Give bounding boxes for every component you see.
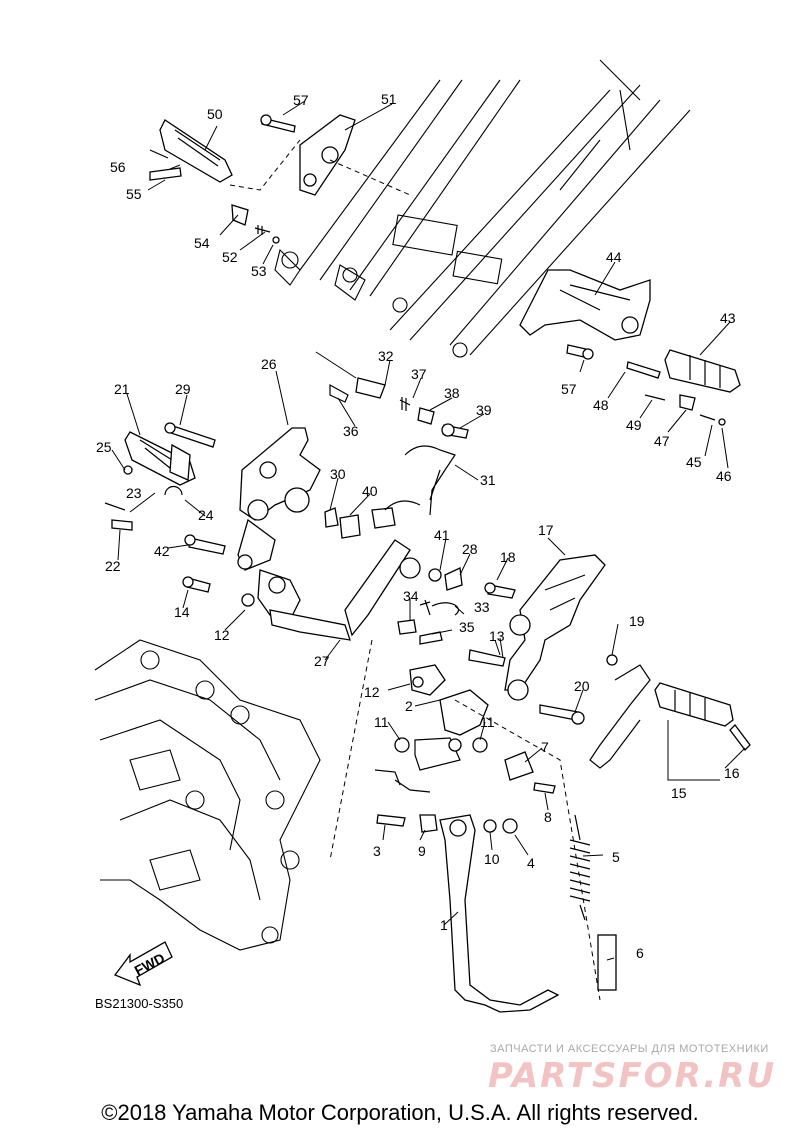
- callout-33: 33: [474, 599, 490, 615]
- callout-18: 18: [500, 549, 516, 565]
- watermark-text: ЗАПЧАСТИ И АКСЕССУАРЫ ДЛЯ МОТОТЕХНИКИ: [490, 1043, 769, 1055]
- rear-footrest-left: [149, 114, 411, 244]
- callout-24: 24: [198, 507, 214, 523]
- callout-19: 19: [629, 613, 645, 629]
- diagram-code: BS21300-S350: [95, 996, 184, 1011]
- brake-pedal-assembly: [104, 422, 421, 641]
- callout-29: 29: [175, 381, 191, 397]
- callout-9: 9: [418, 843, 426, 859]
- callout-49: 49: [626, 417, 642, 433]
- callout-44: 44: [606, 249, 622, 265]
- callout-25: 25: [96, 439, 112, 455]
- callout-39: 39: [476, 402, 492, 418]
- callout-13: 13: [489, 628, 505, 644]
- callout-35: 35: [459, 619, 475, 635]
- callout-17: 17: [538, 522, 554, 538]
- callout-21: 21: [114, 381, 130, 397]
- callout-labels: 1 2 3 4 5 6 7 8 9 10 11 11 12 12 13 14 1…: [96, 91, 740, 961]
- callout-15: 15: [671, 785, 687, 801]
- callout-42: 42: [154, 543, 170, 559]
- callout-28: 28: [462, 541, 478, 557]
- callout-57b: 57: [561, 381, 577, 397]
- callout-50: 50: [207, 106, 223, 122]
- callout-55: 55: [126, 186, 142, 202]
- callout-31: 31: [480, 472, 496, 488]
- callout-36: 36: [343, 423, 359, 439]
- callout-8: 8: [544, 809, 552, 825]
- callout-37: 37: [411, 366, 427, 382]
- callout-14: 14: [174, 604, 190, 620]
- callout-53: 53: [251, 263, 267, 279]
- callout-20: 20: [574, 678, 590, 694]
- callout-2: 2: [405, 698, 413, 714]
- frame-casting: [94, 639, 321, 951]
- callout-48: 48: [593, 397, 609, 413]
- side-stand-assembly: [329, 639, 617, 1013]
- callout-47: 47: [654, 433, 670, 449]
- callout-45: 45: [686, 454, 702, 470]
- fwd-arrow-icon: FWD: [113, 941, 173, 987]
- callout-43: 43: [720, 310, 736, 326]
- brake-switch-parts: [324, 377, 469, 645]
- callout-12b: 12: [364, 684, 380, 700]
- callout-12a: 12: [214, 627, 230, 643]
- callout-3: 3: [373, 843, 381, 859]
- rear-footrest-right: [519, 269, 741, 426]
- callout-1: 1: [440, 917, 448, 933]
- callout-4: 4: [527, 855, 535, 871]
- callout-23: 23: [126, 485, 142, 501]
- callout-7: 7: [541, 739, 549, 755]
- callout-27: 27: [314, 653, 330, 669]
- callout-52: 52: [222, 249, 238, 265]
- callout-5: 5: [612, 849, 620, 865]
- callout-46: 46: [716, 468, 732, 484]
- callout-57a: 57: [293, 92, 309, 108]
- copyright-notice: ©2018 Yamaha Motor Corporation, U.S.A. A…: [101, 1100, 699, 1125]
- callout-30: 30: [330, 466, 346, 482]
- watermark-logo: PARTSFOR.RU: [488, 1056, 777, 1096]
- callout-32: 32: [378, 348, 394, 364]
- callout-54: 54: [194, 235, 210, 251]
- callout-40: 40: [362, 483, 378, 499]
- leader-lines: [111, 100, 746, 961]
- callout-11a: 11: [374, 714, 389, 730]
- callout-16: 16: [724, 765, 740, 781]
- callout-34: 34: [403, 588, 419, 604]
- footrest-bracket-right: [484, 554, 751, 769]
- callout-38: 38: [444, 385, 460, 401]
- callout-11b: 11: [480, 714, 495, 730]
- callout-26: 26: [261, 356, 277, 372]
- callout-51: 51: [381, 91, 397, 107]
- callout-22: 22: [105, 558, 121, 574]
- callout-41: 41: [434, 527, 450, 543]
- frame-rails: [274, 59, 691, 358]
- callout-6: 6: [636, 945, 644, 961]
- callout-56: 56: [110, 159, 126, 175]
- callout-10: 10: [484, 851, 500, 867]
